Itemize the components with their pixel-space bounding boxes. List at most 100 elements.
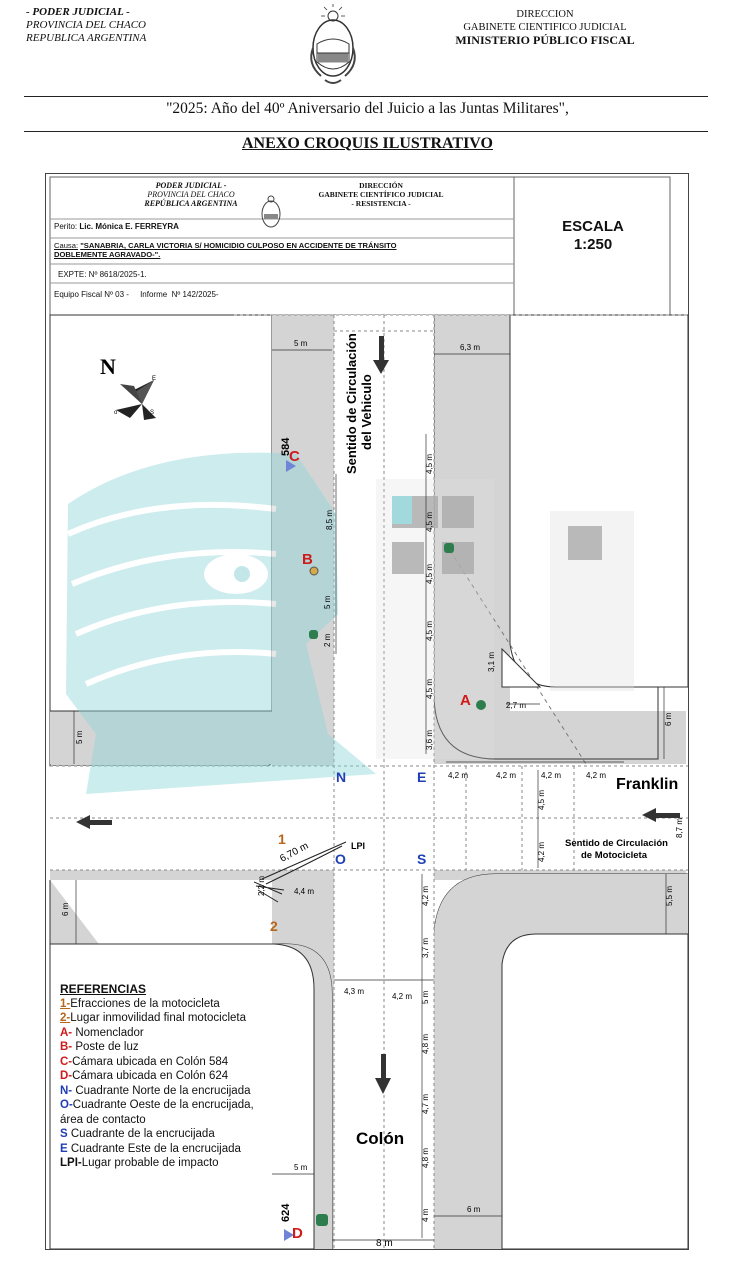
dim-seg36: 3,6 m	[425, 730, 434, 750]
motto: "2025: Año del 40º Aniversario del Juici…	[166, 100, 569, 117]
tb-org-left-3: REPÚBLICA ARGENTINA	[144, 199, 238, 208]
compass-mark-s: S	[150, 410, 154, 416]
dim-seg45e: 4,5 m	[425, 679, 434, 699]
ref-item-o: O-Cuadrante Oeste de la encrucijada, áre…	[60, 1099, 254, 1126]
header-left-line1: - PODER JUDICIAL -	[26, 6, 130, 18]
dim-v48a: 4,8 m	[421, 1034, 430, 1054]
moto-direction-label: Sentido de Circulación	[565, 838, 668, 849]
motorcycle-skid-marks	[253, 841, 347, 903]
tb-causa: Causa: "SANABRIA, CARLA VICTORIA S/ HOMI…	[54, 241, 514, 259]
dim-left6: 6 m	[61, 902, 70, 916]
tree-marker-3-icon	[316, 1214, 328, 1226]
dim-seg45c: 4,5 m	[425, 564, 434, 584]
ref-item-c: C-Cámara ubicada en Colón 584	[60, 1055, 229, 1068]
quadrant-o: O	[335, 851, 346, 867]
dimension-lines	[73, 349, 667, 1241]
point-a: A	[460, 692, 471, 709]
header-right-line1: DIRECCION	[516, 9, 574, 20]
tree-marker-2-icon	[309, 630, 318, 639]
dim-h42d: 4,2 m	[586, 771, 606, 780]
compass-rose-icon	[116, 380, 156, 420]
sketch-sheet: N o S E Sentido de Circulación del Vehic…	[45, 173, 689, 1250]
camera-d-icon	[284, 1229, 294, 1241]
street-colon: Colón	[356, 1129, 404, 1148]
dim-v4: 4 m	[421, 1208, 430, 1222]
header-right-line2: GABINETE CIENTIFICO JUDICIAL	[463, 22, 627, 33]
point-b: B	[302, 551, 313, 568]
dim-bottom-right6: 6 m	[467, 1205, 481, 1214]
dim-h42e: 4,2 m	[392, 992, 412, 1001]
dim-curb27: 2,7 m	[506, 701, 526, 710]
tb-expte: EXPTE: Nº 8618/2025-1.	[58, 270, 147, 279]
point-1: 1	[278, 831, 286, 847]
dim-seg85: 8,5 m	[325, 510, 334, 530]
dim-v48b: 4,8 m	[421, 1148, 430, 1168]
dim-seg45a: 4,5 m	[425, 454, 434, 474]
tb-scale-label: ESCALA	[562, 218, 624, 235]
dim-h42b: 4,2 m	[496, 771, 516, 780]
watermark-eagle	[66, 452, 634, 794]
header-rule	[24, 96, 708, 97]
header-right: DIRECCION GABINETE CIENTIFICO JUDICIAL M…	[430, 8, 660, 47]
ref-item-n: N- Cuadrante Norte de la encrucijada	[60, 1084, 251, 1097]
header-left-line2: PROVINCIA DEL CHACO	[26, 19, 146, 31]
lpi-label: LPI	[351, 841, 365, 851]
moto-west-arrow-icon	[76, 815, 112, 829]
header-right-line3: MINISTERIO PÚBLICO FISCAL	[455, 33, 635, 47]
tb-seal-icon	[261, 195, 281, 228]
tb-org-right-1: DIRECCIÓN	[359, 181, 403, 190]
tb-org-left-2: PROVINCIA DEL CHACO	[147, 190, 235, 199]
dim-v37: 3,7 m	[421, 938, 430, 958]
dim-h43: 4,3 m	[344, 987, 364, 996]
tb-org-right: DIRECCIÓN GABINETE CIENTÍFICO JUDICIAL -…	[296, 181, 466, 208]
tb-perito-label: Perito:	[54, 222, 78, 231]
dim-bottom-left5: 5 m	[294, 1163, 308, 1172]
vehicle-direction-arrow-icon	[373, 336, 389, 374]
annex-title: ANEXO CROQUIS ILUSTRATIVO	[242, 135, 493, 152]
header-left-line3: REPUBLICA ARGENTINA	[26, 32, 147, 44]
tb-org-right-3: - RESISTENCIA -	[351, 199, 411, 208]
tb-causa-line1: "SANABRIA, CARLA VICTORIA S/ HOMICIDIO C…	[80, 241, 397, 250]
dim-bottom8: 8 m	[376, 1238, 393, 1249]
point-c: C	[289, 448, 300, 465]
dim-v42b: 4,2 m	[421, 886, 430, 906]
dim-left5: 5 m	[75, 730, 84, 744]
dim-top-right-width: 6,3 m	[460, 343, 480, 352]
dim-v87: 8,7 m	[675, 818, 684, 838]
lane-markings	[50, 314, 688, 1249]
tb-causa-label: Causa:	[54, 241, 79, 250]
ref-item-s: S Cuadrante de la encrucijada	[60, 1128, 215, 1140]
references-box: REFERENCIAS 1-Efracciones de la motocicl…	[60, 982, 270, 1171]
quadrant-s: S	[417, 851, 426, 867]
ref-item-b: B- Poste de luz	[60, 1041, 139, 1053]
compass-mark-e: E	[152, 376, 156, 382]
tb-scale-value: 1:250	[573, 236, 613, 253]
tree-marker-icon	[444, 543, 454, 553]
moto-direction-arrow-icon	[642, 808, 680, 822]
tb-perito-name: Lic. Mónica E. FERREYRA	[79, 222, 179, 231]
tb-perito: Perito: Lic. Mónica E. FERREYRA	[54, 222, 179, 231]
dim-d44: 4,4 m	[294, 887, 314, 896]
ref-item-e: E Cuadrante Este de la encrucijada	[60, 1142, 241, 1155]
dim-right55: 5,5 m	[665, 886, 674, 906]
ref-item-2: 2-Lugar inmovilidad final motocicleta	[60, 1012, 247, 1024]
camera-c-number: 584	[280, 437, 292, 456]
coat-of-arms-seal	[310, 4, 356, 84]
tb-causa-line2: DOBLEMENTE AGRAVADO-".	[54, 250, 161, 259]
vehicle-direction-label-2: del Vehiculo	[359, 374, 374, 450]
dimension-labels: 5 m 6,3 m 4,5 m 8,5 m 5 m 2 m 4,5 m 4,5 …	[61, 339, 684, 1249]
dim-seg45b: 4,5 m	[425, 512, 434, 532]
moto-direction-label-2: de Motocicleta	[581, 850, 648, 861]
dim-seg45d: 4,5 m	[425, 621, 434, 641]
dim-v5: 5 m	[421, 990, 430, 1004]
dim-v45: 4,5 m	[537, 790, 546, 810]
dim-curb31: 3,1 m	[487, 652, 496, 672]
dim-seg5: 5 m	[323, 595, 332, 609]
camera-d-number: 624	[280, 1203, 292, 1222]
quadrant-n: N	[336, 769, 346, 785]
camera-c-icon	[286, 460, 296, 472]
compass-north-label: N	[100, 354, 116, 379]
references-title: REFERENCIAS	[60, 982, 147, 996]
ref-item-a: A- Nomenclador	[60, 1026, 144, 1039]
dim-d22: 2,2 m	[257, 876, 266, 896]
